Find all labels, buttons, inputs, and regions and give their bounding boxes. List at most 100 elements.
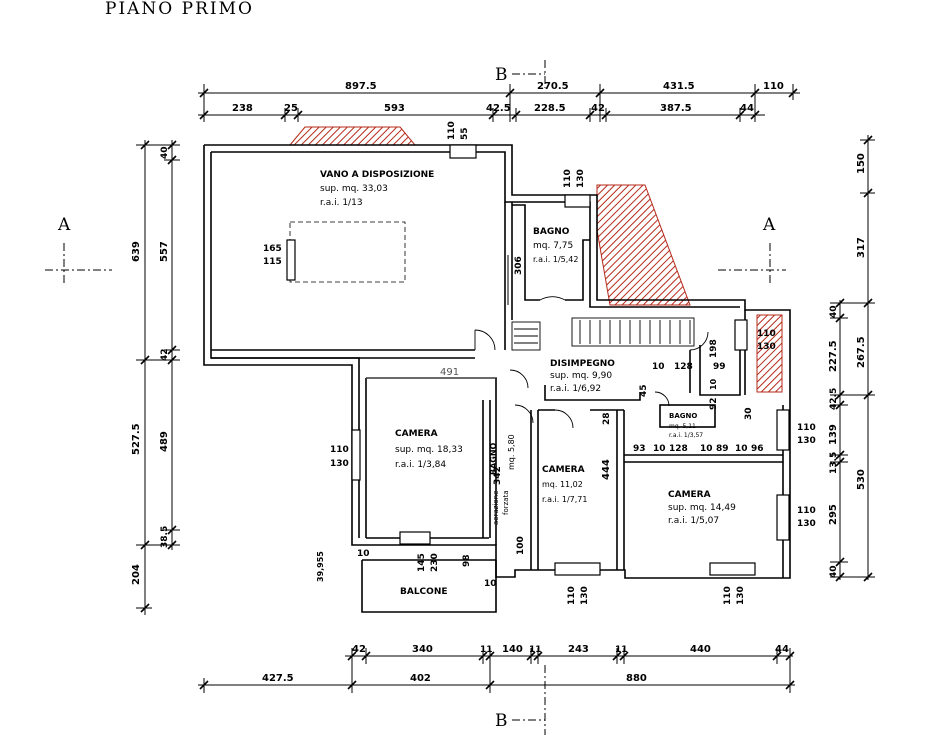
roof-hatch-center (596, 184, 691, 306)
bagno2-sup: mq. 5,80 (507, 434, 516, 470)
dim-top-42: 42 (591, 103, 605, 114)
w-camera1-1: 110 (330, 445, 349, 455)
aerazione-line2: forzata (502, 490, 510, 515)
w-camera3-bottom-1: 110 (723, 586, 733, 605)
dim-bottom-402: 402 (410, 673, 431, 684)
dim-10a: 10 (652, 362, 665, 372)
dim-top-593: 593 (384, 103, 405, 114)
camera1-name: CAMERA (395, 429, 438, 439)
w-right-top-1: 110 (757, 329, 776, 339)
dim-bottom-140: 140 (502, 644, 523, 655)
dim-bottom-427: 427.5 (262, 673, 294, 684)
bottom-dimensions: 42 340 11 140 11 243 11 440 44 427.5 402… (198, 644, 795, 693)
w-bagno1-1: 110 (563, 169, 573, 188)
dim-top-110: 110 (763, 81, 784, 92)
windows (286, 144, 790, 576)
dim-198: 198 (709, 339, 719, 358)
dim-30: 30 (744, 407, 754, 420)
dim-491: 491 (440, 367, 459, 378)
disimpegno-sup: sup. mq. 9,90 (550, 371, 612, 381)
dim-right-139: 139 (828, 424, 839, 445)
bagno1-name: BAGNO (533, 227, 570, 237)
w-balcone-2: 230 (430, 553, 440, 572)
camera3-name: CAMERA (668, 490, 711, 500)
dim-10f: 10 (357, 549, 370, 559)
w-right-mid-2: 130 (797, 436, 816, 446)
camera2-rai: r.a.i. 1/7,71 (542, 495, 587, 504)
dim-bottom-243: 243 (568, 644, 589, 655)
dim-right-40b: 40 (829, 565, 839, 578)
w-vano-left-2: 115 (263, 257, 282, 267)
dim-10c: 10 (653, 444, 666, 454)
dim-128a: 128 (674, 362, 693, 372)
dim-bottom-340: 340 (412, 644, 433, 655)
dim-45: 45 (639, 384, 649, 397)
doors (474, 296, 709, 429)
dim-left-40: 40 (160, 146, 170, 159)
top-dimensions: 897.5 270.5 431.5 110 238 25 593 42.5 22… (198, 81, 800, 122)
dim-top-228: 228.5 (534, 103, 566, 114)
dim-128b: 128 (669, 444, 688, 454)
right-dimensions: 150 317 267.5 530 40 227.5 42.5 139 13.5… (828, 135, 875, 582)
w-right-top-2: 130 (757, 342, 776, 352)
camera3-rai: r.a.i. 1/5,07 (668, 516, 719, 526)
camera2-name: CAMERA (542, 465, 585, 475)
dim-10g: 10 (484, 579, 497, 589)
dim-bottom-44: 44 (775, 644, 789, 655)
bagno1-sup: mq. 7,75 (533, 241, 573, 251)
w-right-mid-1: 110 (797, 423, 816, 433)
section-b-bottom-label: B (495, 711, 508, 731)
w-camera1-2: 130 (330, 459, 349, 469)
dim-10e: 10 (735, 444, 748, 454)
dim-bottom-11a: 11 (480, 645, 493, 655)
dim-306: 306 (514, 256, 524, 275)
camera1-rai: r.a.i. 1/3,84 (395, 460, 446, 470)
dim-96: 96 (751, 444, 764, 454)
chimney-hatch-top (288, 126, 417, 146)
dim-top-25: 25 (284, 103, 298, 114)
w-camera3-right-2: 130 (797, 519, 816, 529)
dim-left-42: 42 (160, 348, 170, 361)
bagno3-rai: r.a.i. 1/3,57 (669, 432, 703, 439)
dim-444: 444 (601, 459, 612, 480)
balcone-name: BALCONE (400, 587, 448, 597)
roof-hatch-right (756, 314, 783, 393)
dim-bottom-880: 880 (626, 673, 647, 684)
bagno3-sup: mq. 5,11 (669, 423, 696, 430)
section-a-left-label: A (57, 215, 71, 235)
dim-89: 89 (716, 444, 729, 454)
bagno3-name: BAGNO (669, 412, 697, 420)
dim-left-489: 489 (159, 431, 170, 452)
dim-left-639: 639 (131, 241, 142, 262)
w-camera3-right-1: 110 (797, 506, 816, 516)
dim-top-270: 270.5 (537, 81, 569, 92)
dim-top-431: 431.5 (663, 81, 695, 92)
dim-right-13: 13.5 (829, 452, 839, 474)
disimpegno-name: DISIMPEGNO (550, 359, 615, 369)
left-dimensions: 639 527.5 204 40 557 42 489 38.5 (131, 140, 180, 615)
dim-bottom-11c: 11 (615, 645, 628, 655)
dim-top-42-5: 42.5 (486, 103, 511, 114)
dim-342: 342 (493, 466, 503, 485)
dim-10b: 10 (709, 378, 718, 390)
dim-top-44: 44 (740, 103, 754, 114)
plan-title: PIANO PRIMO (105, 0, 254, 19)
dim-39955: 39,955 (316, 551, 325, 582)
dim-top-387: 387.5 (660, 103, 692, 114)
dim-right-267: 267.5 (856, 336, 867, 368)
dim-bottom-440: 440 (690, 644, 711, 655)
dim-right-530: 530 (856, 469, 867, 490)
dim-right-295: 295 (828, 504, 839, 525)
dim-right-227: 227.5 (828, 340, 839, 372)
bagno2-name: BAGNO (489, 442, 498, 475)
camera2-sup: mq. 11,02 (542, 480, 583, 489)
dim-93: 93 (633, 444, 646, 454)
dim-left-204: 204 (131, 564, 142, 585)
section-a-right-label: A (762, 215, 776, 235)
w-balcone-1: 145 (417, 553, 427, 572)
vano-name: VANO A DISPOSIZIONE (320, 170, 434, 180)
dim-98: 98 (462, 554, 472, 567)
bagno1-rai: r.a.i. 1/5,42 (533, 255, 578, 264)
w-vano-top-2: 55 (460, 127, 470, 140)
